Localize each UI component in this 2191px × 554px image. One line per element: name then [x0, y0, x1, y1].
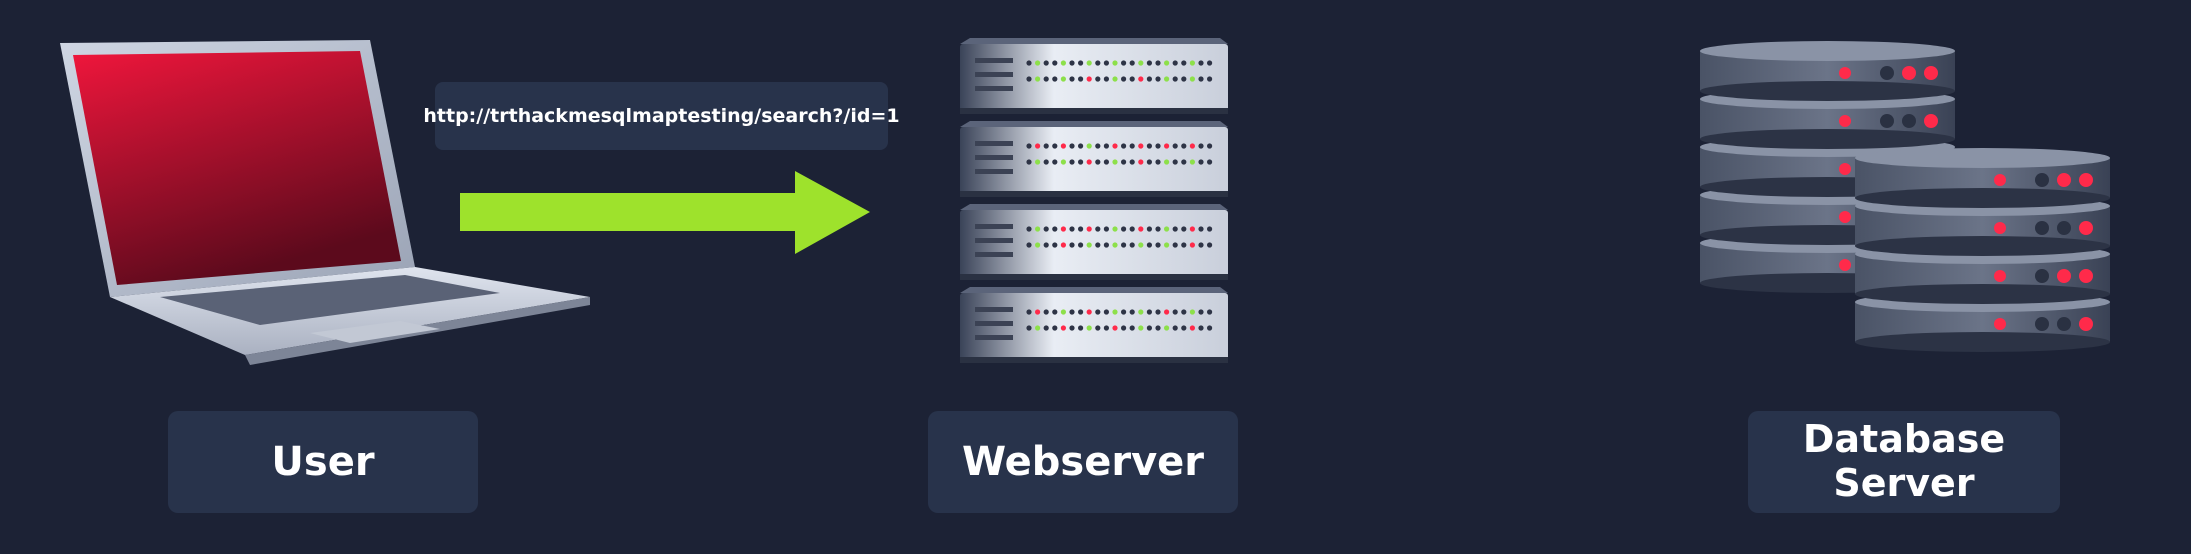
database-icon	[1690, 35, 2120, 375]
request-arrow-icon	[455, 168, 875, 258]
webserver-label: Webserver	[928, 411, 1238, 513]
database-label-line1: Database	[1802, 417, 2006, 462]
request-url-label: http://trthackmesqlmaptesting/search?/id…	[423, 82, 900, 150]
server-rack-icon	[955, 38, 1235, 373]
database-server-label: Database Server	[1748, 411, 2060, 513]
user-label: User	[168, 411, 478, 513]
user-label-text: User	[271, 439, 375, 485]
laptop-icon	[55, 35, 595, 365]
database-label-line2: Server	[1833, 461, 1975, 505]
webserver-label-text: Webserver	[961, 439, 1205, 485]
